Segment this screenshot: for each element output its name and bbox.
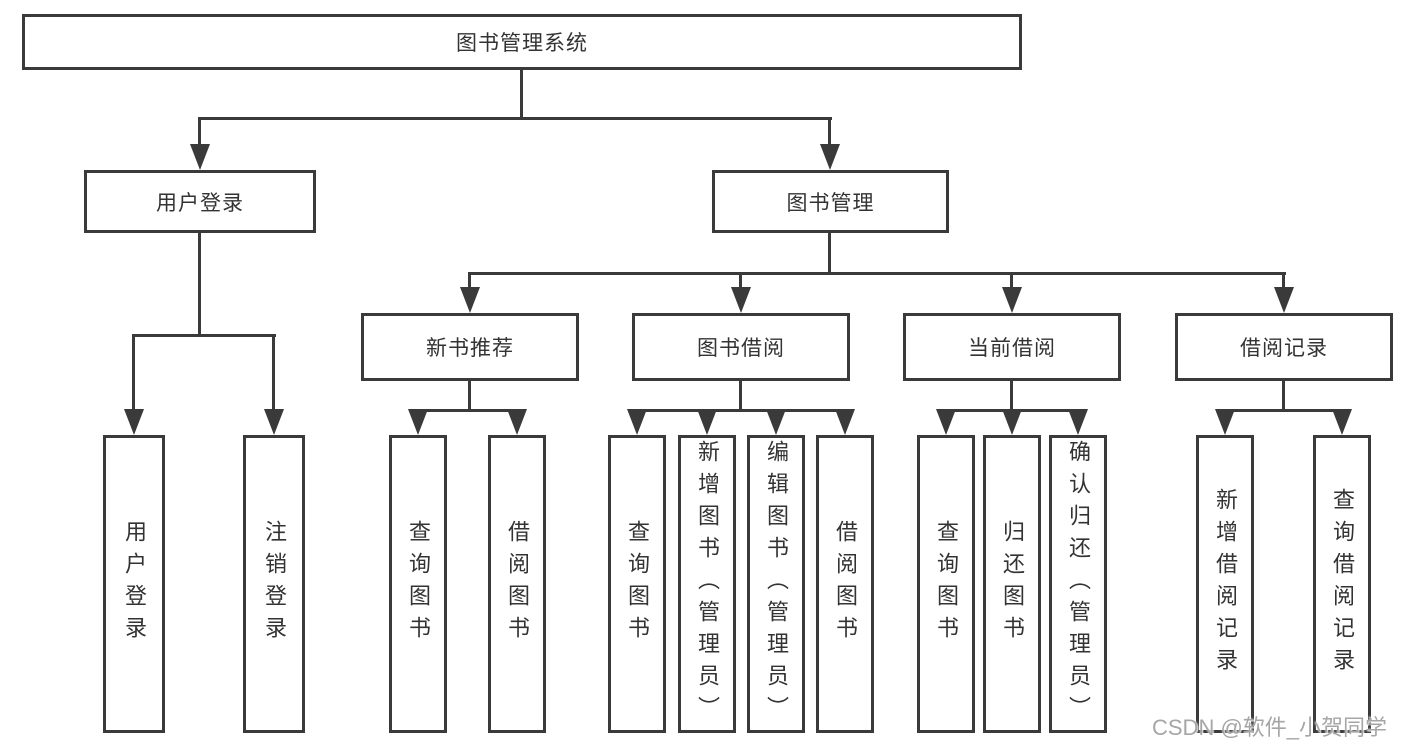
leaf-add-borrow-record: 新增借阅记录 (1196, 435, 1254, 733)
arrowhead-to-leaf-login (124, 409, 144, 435)
node-user-login-branch: 用户登录 (84, 170, 316, 233)
connector-mgmt-stem (828, 233, 831, 274)
arrowhead-to-new-book-recommend (460, 287, 480, 313)
connector-group3-drop (1010, 272, 1013, 289)
node-borrow-records: 借阅记录 (1175, 313, 1393, 381)
arrowhead-g1-leaf2 (507, 409, 527, 435)
connector-group1-stem (468, 381, 471, 411)
leaf-query-books-borrow: 查询图书 (608, 435, 666, 733)
connector-level3-bar (468, 272, 1286, 275)
connector-level2-bar (198, 117, 832, 120)
arrowhead-g2-leaf1 (627, 409, 647, 435)
connector-group2-bar (635, 409, 847, 412)
leaf-query-borrow-record: 查询借阅记录 (1313, 435, 1371, 733)
connector-group2-drop (739, 272, 742, 289)
connector-user-leaf1-drop (132, 334, 135, 411)
connector-root-stem (520, 70, 523, 119)
arrowhead-g1-leaf1 (408, 409, 428, 435)
connector-user-leaf2-drop (272, 334, 275, 411)
connector-group4-bar (1223, 409, 1344, 412)
leaf-borrow-books: 借阅图书 (816, 435, 874, 733)
arrowhead-to-leaf-logout (264, 409, 284, 435)
arrowhead-to-book-management (820, 144, 840, 170)
node-new-book-recommend: 新书推荐 (361, 313, 579, 381)
csdn-watermark: CSDN @软件_小贺同学 (1152, 715, 1388, 740)
arrowhead-g4-leaf2 (1332, 409, 1352, 435)
connector-user-drop (198, 117, 201, 147)
connector-group1-drop (468, 272, 471, 289)
connector-group4-stem (1282, 381, 1285, 411)
arrowhead-g3-leaf2 (1002, 409, 1022, 435)
node-library-management-system: 图书管理系统 (22, 14, 1022, 70)
leaf-return-books: 归还图书 (983, 435, 1041, 733)
connector-group3-stem (1010, 381, 1013, 411)
leaf-edit-books-admin: 编辑图书（管理员） (747, 435, 805, 733)
connector-group4-drop (1282, 272, 1285, 289)
leaf-query-books-recommend: 查询图书 (389, 435, 447, 733)
arrowhead-g2-leaf3 (766, 409, 786, 435)
arrowhead-g3-leaf1 (936, 409, 956, 435)
node-book-management-branch: 图书管理 (712, 170, 949, 233)
arrowhead-to-user-login (190, 144, 210, 170)
arrowhead-to-borrow-records (1274, 287, 1294, 313)
connector-group2-stem (739, 381, 742, 411)
arrowhead-g3-leaf3 (1068, 409, 1088, 435)
leaf-confirm-return-admin: 确认归还（管理员） (1049, 435, 1107, 733)
arrowhead-g4-leaf1 (1215, 409, 1235, 435)
arrowhead-to-current-borrow (1002, 287, 1022, 313)
connector-user-stem (198, 233, 201, 336)
connector-group1-bar (416, 409, 520, 412)
arrowhead-g2-leaf2 (697, 409, 717, 435)
arrowhead-g2-leaf4 (835, 409, 855, 435)
node-book-borrow: 图书借阅 (632, 313, 850, 381)
arrowhead-to-book-borrow (731, 287, 751, 313)
leaf-add-books-admin: 新增图书（管理员） (678, 435, 736, 733)
leaf-query-books-current: 查询图书 (917, 435, 975, 733)
leaf-borrow-books-recommend: 借阅图书 (488, 435, 546, 733)
leaf-logout: 注销登录 (243, 435, 305, 733)
leaf-user-login: 用户登录 (103, 435, 165, 733)
connector-user-bar (132, 334, 276, 337)
node-current-borrow: 当前借阅 (903, 313, 1121, 381)
connector-mgmt-drop (828, 117, 831, 147)
